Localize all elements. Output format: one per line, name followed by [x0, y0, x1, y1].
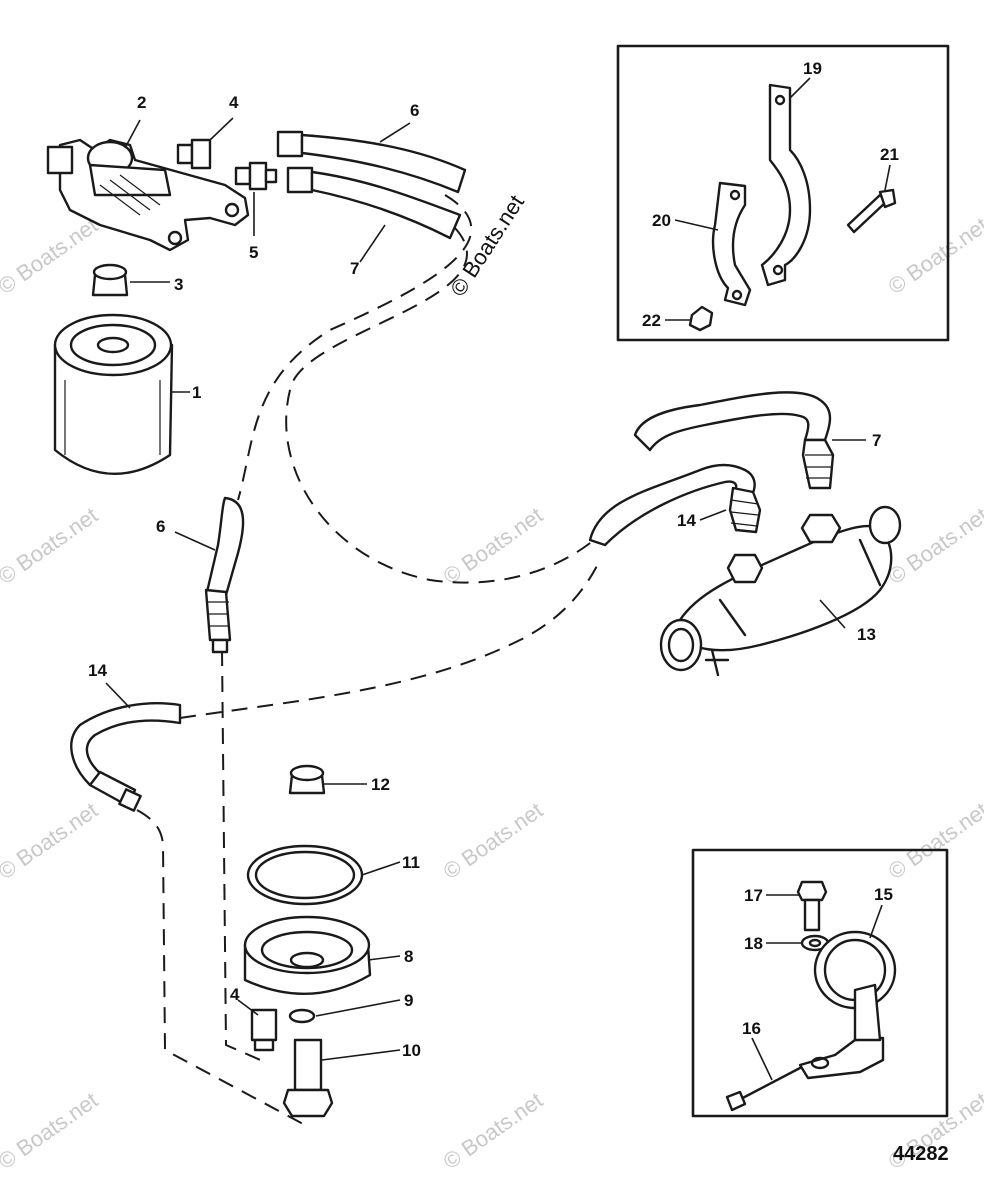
callout-15: 15: [874, 885, 893, 904]
callout-20: 20: [652, 211, 671, 230]
callout-6-top: 6: [410, 101, 419, 120]
callout-2: 2: [137, 93, 146, 112]
callout-6-lower: 6: [156, 517, 165, 536]
part-9-washer: [288, 1008, 316, 1024]
callout-13: 13: [857, 625, 876, 644]
callout-12: 12: [371, 775, 390, 794]
watermark: © Boats.net: [0, 1087, 102, 1174]
callout-11: 11: [402, 853, 420, 872]
part-7-hose-right: [633, 391, 835, 490]
callout-4-top: 4: [229, 93, 239, 112]
watermark: © Boats.net: [0, 212, 102, 299]
part-12-plug: [288, 764, 326, 795]
callout-14-lower: 14: [88, 661, 107, 680]
inset-clamp-box: [616, 44, 950, 342]
callout-19: 19: [803, 59, 822, 78]
watermark: © Boats.net: [439, 797, 548, 884]
center-watermark: © Boats.net: [445, 190, 529, 300]
callout-18: 18: [744, 934, 763, 953]
routing-dashes: [136, 194, 601, 1126]
part-13-oil-cooler: [659, 505, 902, 677]
callout-9: 9: [404, 991, 413, 1010]
callout-22: 22: [642, 311, 661, 330]
part-14-hose-right: [588, 463, 762, 547]
watermark: © Boats.net: [0, 502, 102, 589]
callout-labels: 1 2 3 4 4 5 6 6 7 7 8 9 10 11 12 13 14 1…: [88, 59, 899, 1060]
watermark: © Boats.net: [884, 797, 984, 884]
watermark: © Boats.net: [884, 212, 984, 299]
part-3-plug: [91, 263, 129, 297]
watermark: © Boats.net: [439, 502, 548, 589]
callout-7-right: 7: [872, 431, 881, 450]
callout-10: 10: [402, 1041, 421, 1060]
part-4-fitting-bottom: [250, 1008, 278, 1052]
callout-21: 21: [880, 145, 899, 164]
part-10-nipple: [282, 1038, 334, 1118]
part-11-oring: [246, 844, 364, 906]
inset-clip-box: [691, 848, 949, 1118]
part-4-fitting-top: [176, 138, 212, 170]
figure-number: 44282: [893, 1143, 949, 1165]
callout-1: 1: [192, 383, 201, 402]
watermark: © Boats.net: [0, 797, 102, 884]
callout-17: 17: [744, 886, 763, 905]
callout-5: 5: [249, 243, 258, 262]
callout-16: 16: [742, 1019, 761, 1038]
callout-leaders: [105, 77, 891, 1081]
callout-8: 8: [404, 947, 413, 966]
part-6-7-hoses-top: [276, 130, 467, 240]
part-6-hose-lower: [204, 496, 245, 654]
part-14-hose-lower: [70, 702, 182, 812]
callout-3: 3: [174, 275, 183, 294]
part-2-filter-adaptor: [46, 138, 250, 252]
watermark: © Boats.net: [439, 1087, 548, 1174]
part-5-fitting: [234, 161, 278, 191]
callout-14-right: 14: [677, 511, 696, 530]
callout-4-bottom: 4: [230, 985, 240, 1004]
part-1-oil-filter: [53, 313, 174, 475]
callout-7-top: 7: [350, 259, 359, 278]
part-8-adaptor-base: [243, 915, 372, 995]
